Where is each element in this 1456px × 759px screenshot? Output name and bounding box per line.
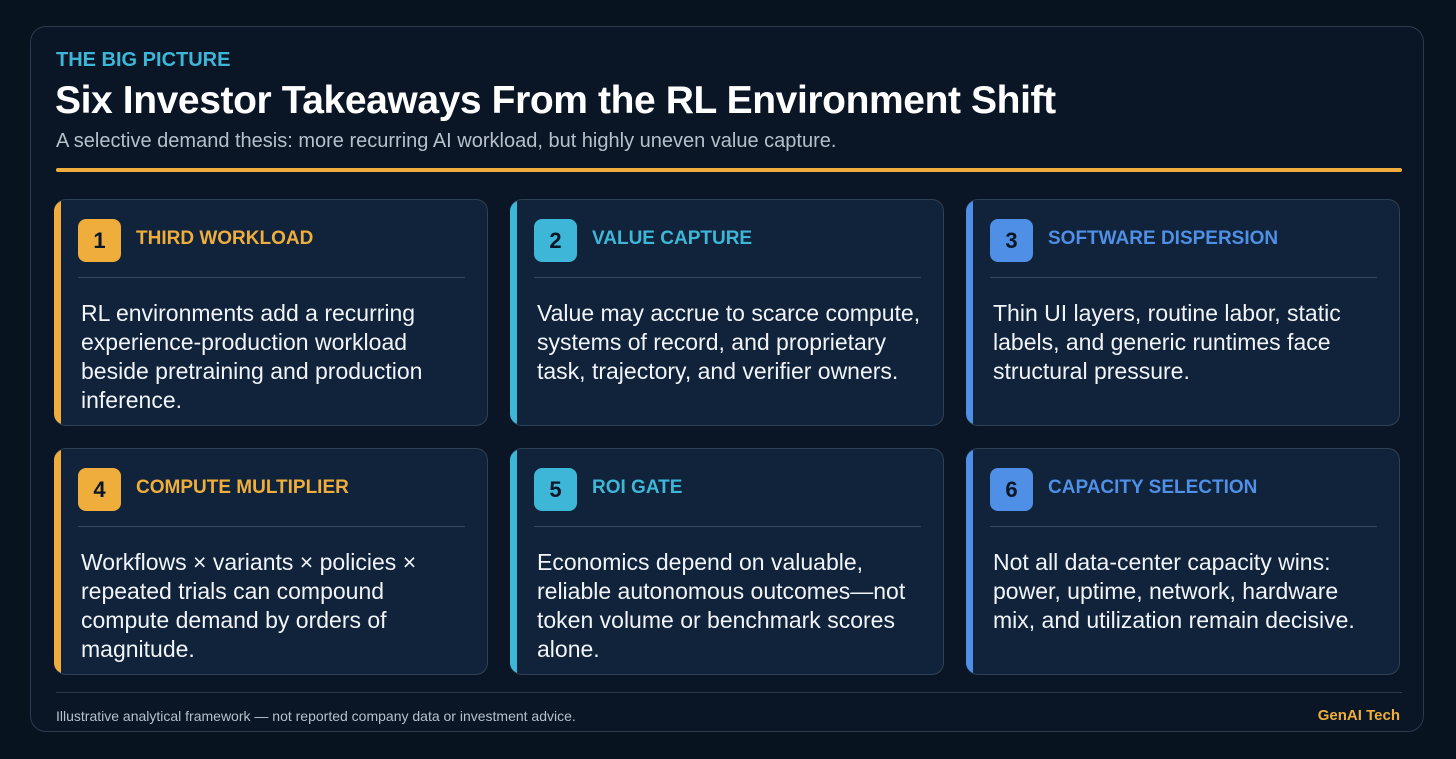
- card-title: THIRD WORKLOAD: [136, 228, 314, 249]
- card-body: RL environments add a recurring experien…: [81, 300, 423, 413]
- card-title: ROI GATE: [592, 477, 683, 498]
- footer-divider: [56, 692, 1402, 693]
- number-badge: 5: [534, 468, 577, 511]
- card-accent-bar: [54, 200, 61, 425]
- title-divider: [56, 168, 1402, 172]
- card-body: Value may accrue to scarce compute, syst…: [537, 300, 921, 384]
- number-badge: 2: [534, 219, 577, 262]
- number-badge: 1: [78, 219, 121, 262]
- eyebrow-label: THE BIG PICTURE: [56, 49, 231, 71]
- card-title: SOFTWARE DISPERSION: [1048, 228, 1279, 249]
- page-subtitle: A selective demand thesis: more recurrin…: [56, 130, 837, 152]
- card-divider: [990, 277, 1377, 278]
- page-title: Six Investor Takeaways From the RL Envir…: [55, 79, 1056, 122]
- card-accent-bar: [966, 449, 973, 674]
- takeaway-card-4: 4 COMPUTE MULTIPLIER Workflows × variant…: [54, 448, 488, 675]
- card-title: VALUE CAPTURE: [592, 228, 753, 249]
- brand-label: GenAI Tech: [1317, 707, 1400, 724]
- takeaway-card-1: 1 THIRD WORKLOAD RL environments add a r…: [54, 199, 488, 426]
- card-accent-bar: [510, 449, 517, 674]
- card-body: Thin UI layers, routine labor, static la…: [993, 300, 1341, 384]
- takeaway-card-6: 6 CAPACITY SELECTION Not all data-center…: [966, 448, 1400, 675]
- card-body: Workflows × variants × policies × repeat…: [81, 549, 417, 662]
- card-divider: [534, 277, 921, 278]
- number-badge: 4: [78, 468, 121, 511]
- card-divider: [78, 277, 465, 278]
- card-accent-bar: [966, 200, 973, 425]
- card-body: Economics depend on valuable, reliable a…: [537, 549, 906, 662]
- card-divider: [534, 526, 921, 527]
- card-divider: [78, 526, 465, 527]
- takeaway-card-5: 5 ROI GATE Economics depend on valuable,…: [510, 448, 944, 675]
- card-divider: [990, 526, 1377, 527]
- number-badge: 3: [990, 219, 1033, 262]
- card-accent-bar: [54, 449, 61, 674]
- card-body: Not all data-center capacity wins: power…: [993, 549, 1355, 633]
- card-title: CAPACITY SELECTION: [1048, 477, 1258, 498]
- card-title: COMPUTE MULTIPLIER: [136, 477, 349, 498]
- number-badge: 6: [990, 468, 1033, 511]
- takeaway-card-3: 3 SOFTWARE DISPERSION Thin UI layers, ro…: [966, 199, 1400, 426]
- takeaway-card-2: 2 VALUE CAPTURE Value may accrue to scar…: [510, 199, 944, 426]
- card-accent-bar: [510, 200, 517, 425]
- infographic-panel: THE BIG PICTURE Six Investor Takeaways F…: [30, 26, 1424, 732]
- footer-disclaimer: Illustrative analytical framework — not …: [56, 708, 576, 724]
